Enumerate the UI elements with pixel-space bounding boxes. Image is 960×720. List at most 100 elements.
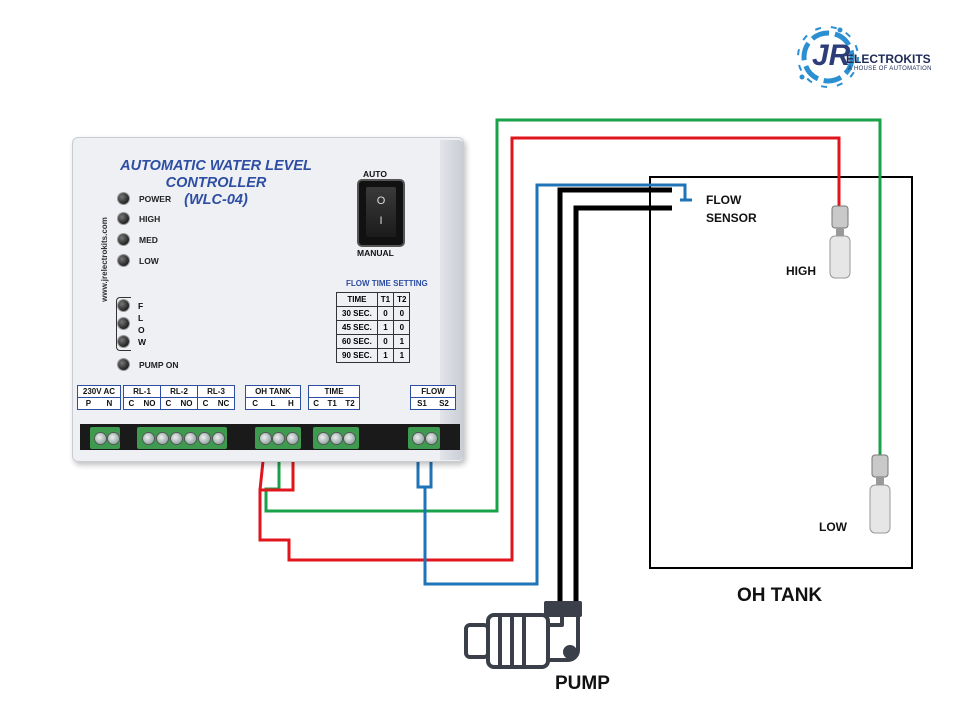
terminal-head: RL-3	[198, 386, 234, 398]
table-header: T2	[393, 292, 411, 307]
screw-icon[interactable]	[157, 433, 168, 444]
table-row: 45 SEC. 1 0	[336, 320, 411, 335]
screw-icon[interactable]	[95, 433, 106, 444]
led-flow-label: F L O W	[138, 301, 147, 347]
screw-icon[interactable]	[185, 433, 196, 444]
flow-led-icon-3	[118, 336, 129, 347]
wire-blue	[423, 183, 687, 586]
led-low-label: LOW	[139, 255, 159, 266]
table-cell: 1	[393, 348, 411, 363]
terminal-rl3: RL-3 C NC	[197, 385, 235, 410]
switch-rocker[interactable]: O I	[366, 187, 396, 237]
led-pump-row: PUMP ON	[118, 359, 179, 370]
switch-off-symbol: O	[376, 195, 386, 207]
high-float-sensor	[829, 205, 851, 279]
logo-monogram: JR	[812, 39, 851, 72]
table-cell: 0	[376, 306, 395, 321]
led-low-row: LOW	[118, 255, 159, 266]
screw-icon[interactable]	[287, 433, 298, 444]
table-cell: 90 SEC.	[336, 348, 378, 363]
table-cell: 0	[393, 306, 411, 321]
table-cell: 60 SEC.	[336, 334, 378, 349]
controller-model: (WLC-04)	[184, 192, 248, 208]
table-row: 60 SEC. 0 1	[336, 334, 411, 349]
flow-led-bracket	[116, 297, 131, 351]
high-led-icon	[118, 213, 129, 224]
terminal-pin: NO	[143, 399, 156, 408]
terminal-pin: C	[202, 399, 209, 408]
led-high-row: HIGH	[118, 213, 160, 224]
screw-icon[interactable]	[426, 433, 437, 444]
screw-icon[interactable]	[318, 433, 329, 444]
pipe-outer	[557, 187, 672, 605]
pump-icon	[464, 601, 582, 669]
flow-sensor-label-line2: SENSOR	[706, 211, 757, 225]
led-power-row: POWER	[118, 193, 171, 204]
led-pump-label: PUMP ON	[139, 359, 179, 370]
logo-brand: ELECTROKITS	[846, 52, 931, 66]
screw-icon[interactable]	[413, 433, 424, 444]
terminal-pin: NC	[217, 399, 230, 408]
flow-time-title: FLOW TIME SETTING	[346, 279, 428, 288]
terminal-pin: C	[252, 399, 259, 408]
controller-website: www.jrelectrokits.com	[99, 217, 109, 302]
switch-auto-label: AUTO	[363, 169, 387, 179]
controller-title: AUTOMATIC WATER LEVEL CONTROLLER (WLC-04…	[98, 158, 334, 209]
terminal-pin: L	[270, 399, 276, 408]
terminal-pin: S1	[417, 399, 427, 408]
led-power-label: POWER	[139, 193, 172, 204]
flow-time-table: TIME T1 T2 30 SEC. 0 0 45 SEC. 1 0 60 SE…	[336, 292, 411, 363]
logo-tagline: A HOUSE OF AUTOMATION	[848, 66, 932, 72]
terminal-head: FLOW	[411, 386, 455, 398]
table-cell: 30 SEC.	[336, 306, 378, 321]
screw-icon[interactable]	[199, 433, 210, 444]
power-led-icon	[118, 193, 129, 204]
terminal-head: OH TANK	[246, 386, 300, 398]
terminal-head: RL-1	[124, 386, 160, 398]
screw-icon[interactable]	[213, 433, 224, 444]
low-led-icon	[118, 255, 129, 266]
table-header: T1	[376, 292, 395, 307]
terminal-pin: T1	[327, 399, 337, 408]
wire-red	[258, 136, 841, 562]
terminal-pin: N	[106, 399, 113, 408]
screw-icon[interactable]	[171, 433, 182, 444]
table-header-row: TIME T1 T2	[336, 292, 411, 307]
logo-mark	[797, 26, 859, 88]
terminal-pin: NO	[180, 399, 193, 408]
table-row: 30 SEC. 0 0	[336, 306, 411, 321]
screw-icon[interactable]	[143, 433, 154, 444]
table-header: TIME	[336, 292, 378, 307]
terminal-head: 230V AC	[78, 386, 120, 398]
screw-icon[interactable]	[331, 433, 342, 444]
table-cell: 1	[393, 334, 411, 349]
screw-icon[interactable]	[273, 433, 284, 444]
controller-title-line1: AUTOMATIC WATER LEVEL CONTROLLER	[120, 158, 312, 191]
switch-on-symbol: I	[379, 215, 383, 227]
switch-manual-label: MANUAL	[357, 248, 394, 258]
screw-icon[interactable]	[108, 433, 119, 444]
low-sensor-label: LOW	[819, 520, 847, 534]
terminal-head: TIME	[309, 386, 359, 398]
flow-led-icon-1	[118, 300, 129, 311]
pump-led-icon	[118, 359, 129, 370]
high-sensor-label: HIGH	[786, 264, 816, 278]
screw-icon[interactable]	[344, 433, 355, 444]
flow-sensor-label-line1: FLOW	[706, 193, 742, 207]
terminal-head: RL-2	[161, 386, 197, 398]
low-float-sensor	[869, 454, 891, 534]
auto-manual-switch[interactable]: O I	[359, 181, 403, 245]
table-cell: 45 SEC.	[336, 320, 378, 335]
terminal-pin: T2	[345, 399, 355, 408]
terminal-pin: C	[165, 399, 172, 408]
screw-icon[interactable]	[260, 433, 271, 444]
table-cell: 1	[376, 348, 395, 363]
led-med-row: MED	[118, 234, 158, 245]
oh-tank-label: OH TANK	[737, 585, 823, 606]
